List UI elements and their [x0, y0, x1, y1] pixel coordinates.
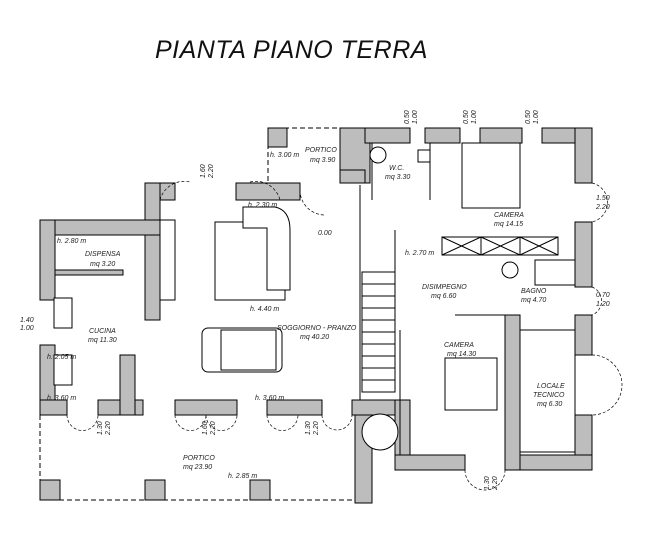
- door-2-h: 2.20: [210, 421, 217, 436]
- portico-bottom-name: PORTICO: [183, 455, 215, 462]
- portico-top-height: h. 3.00 m: [270, 152, 299, 159]
- win-right-2-w: 0.70: [596, 292, 610, 299]
- wardrobe: [441, 236, 559, 256]
- dispensa-area: mq 3.20: [90, 261, 115, 268]
- portico-top-name: PORTICO: [305, 147, 337, 154]
- double-bed-1: [461, 142, 521, 209]
- dispensa-name: DISPENSA: [85, 251, 121, 258]
- plan-title: PIANTA PIANO TERRA: [155, 36, 428, 64]
- cucina-name: CUCINA: [89, 328, 116, 335]
- win-top-3-w: 0.50: [525, 110, 532, 124]
- opening-labels: 0.50 1.00 0.50 1.00 0.50 1.00 1.60 2.20 …: [20, 110, 610, 491]
- door-1-w: 1.30: [97, 421, 104, 435]
- soggiorno-height-2: h. 4.40 m: [250, 306, 279, 313]
- portico-bottom-area: mq 23.90: [183, 464, 212, 471]
- wc-name: W.C.: [389, 165, 404, 172]
- soggiorno-area: mq 40.20: [300, 334, 329, 341]
- staircase: [361, 271, 396, 393]
- double-bed-2: [444, 357, 498, 411]
- sofa: [242, 206, 291, 291]
- walls: [39, 127, 593, 504]
- win-right-2-h: 1.20: [596, 301, 610, 308]
- soggiorno-height-3: h. 3.60 m: [255, 395, 284, 402]
- disimpegno-height: h. 2.70 m: [405, 250, 434, 257]
- furniture: [53, 142, 576, 453]
- soggiorno-name: SOGGIORNO - PRANZO: [277, 325, 357, 332]
- disimpegno-area: mq 6.60: [431, 293, 456, 300]
- win-top-2-w: 0.50: [463, 110, 470, 124]
- shower: [534, 259, 576, 286]
- win-right-1-w: 1.50: [596, 195, 610, 202]
- wc-sink: [369, 146, 387, 164]
- win-top-1-w: 0.50: [404, 110, 411, 124]
- door-3-w: 1.30: [305, 421, 312, 435]
- locale-tecnico-name-1: LOCALE: [537, 383, 565, 390]
- camera-2-area: mq 14.30: [447, 351, 476, 358]
- dining-table: [220, 329, 277, 371]
- oven: [53, 354, 73, 386]
- door-3-h: 2.20: [313, 421, 320, 436]
- win-right-1-h: 2.20: [595, 204, 610, 211]
- cucina-height-2: h. 3.60 m: [47, 395, 76, 402]
- fireplace: [159, 219, 176, 301]
- cucina-height-1: h. 2.05 m: [47, 354, 76, 361]
- win-living-h: 2.20: [208, 164, 215, 179]
- bagno-area: mq 4.70: [521, 297, 546, 304]
- win-top-2-h: 1.00: [471, 110, 478, 124]
- win-living-w: 1.60: [200, 164, 207, 178]
- camera-2-name: CAMERA: [444, 342, 474, 349]
- door-swings: [66, 181, 623, 491]
- portico-bottom-height: h. 2.85 m: [228, 473, 257, 480]
- door-1-h: 2.20: [105, 421, 112, 436]
- technical-room-unit: [519, 329, 576, 453]
- door-4-h: 2.20: [492, 476, 499, 491]
- wc-area: mq 3.30: [385, 174, 410, 181]
- bagno-name: BAGNO: [521, 288, 547, 295]
- cucina-area: mq 11.30: [88, 337, 117, 344]
- disimpegno-name: DISIMPEGNO: [422, 284, 467, 291]
- win-kitchen-w: 1.40: [20, 317, 34, 324]
- door-2-w: 1.60: [202, 421, 209, 435]
- door-4-w: 1.30: [484, 476, 491, 490]
- locale-tecnico-area: mq 6.30: [537, 401, 562, 408]
- locale-tecnico-name-2: TECNICO: [533, 392, 565, 399]
- camera-1-name: CAMERA: [494, 212, 524, 219]
- level-mark: 0.00: [318, 230, 332, 237]
- win-top-1-h: 1.00: [412, 110, 419, 124]
- win-top-3-h: 1.00: [533, 110, 540, 124]
- stove: [53, 297, 73, 329]
- toilet: [417, 149, 431, 163]
- bath-sink: [501, 261, 519, 279]
- portico-bottom: [39, 413, 399, 501]
- camera-1-area: mq 14.15: [494, 221, 523, 228]
- room-labels: h. 3.00 m PORTICO mq 3.90 W.C. mq 3.30 C…: [47, 147, 565, 480]
- win-kitchen-h: 1.00: [20, 325, 34, 332]
- soggiorno-height-1: h. 2.30 m: [248, 202, 277, 209]
- portico-top-area: mq 3.90: [310, 157, 335, 164]
- dispensa-height: h. 2.80 m: [57, 238, 86, 245]
